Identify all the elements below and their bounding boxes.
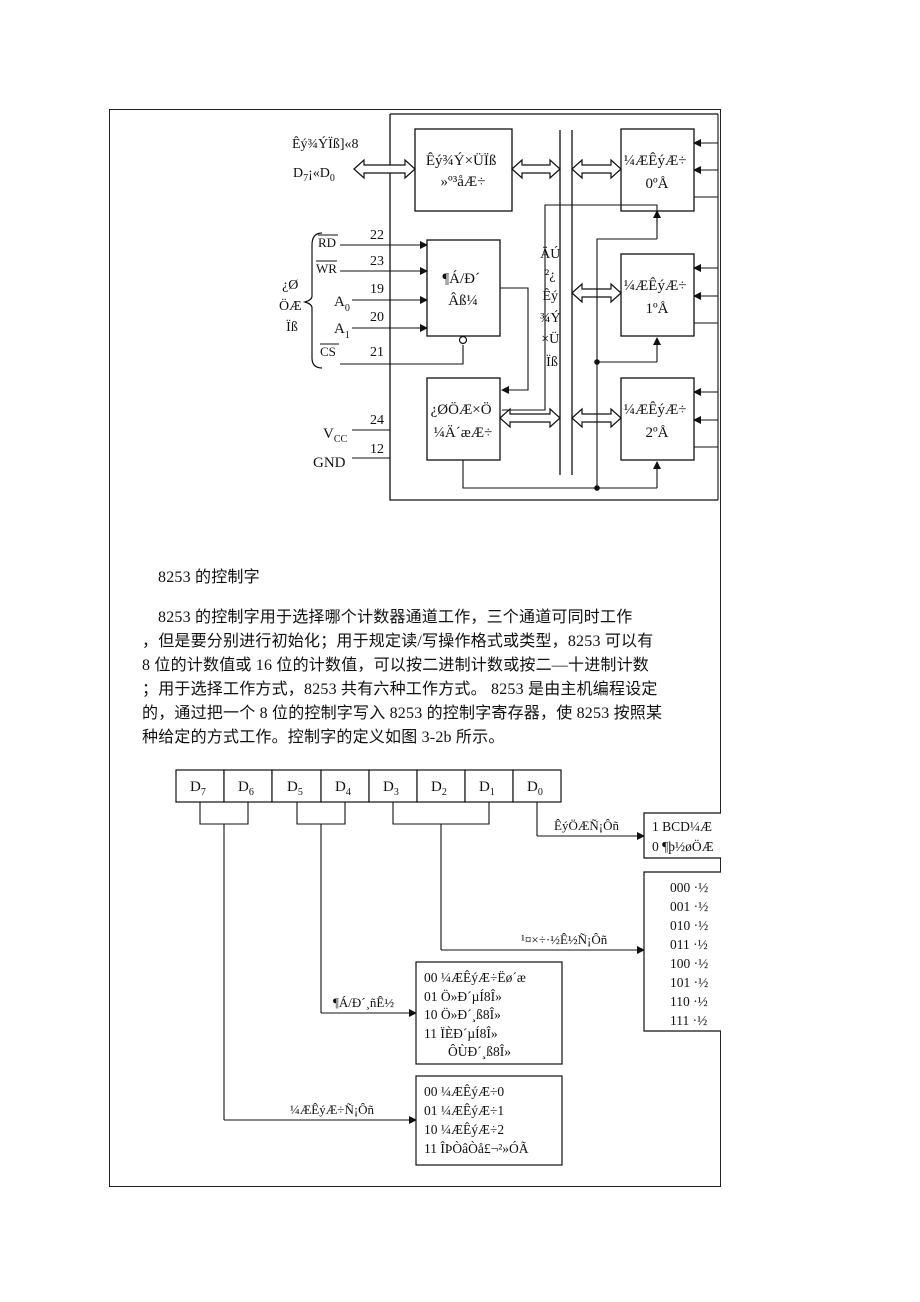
svg-text:20: 20 <box>370 310 384 325</box>
rw-format-label: ¶Á/Ð´¸ñÊ½ <box>333 995 394 1010</box>
rw-logic-label: ¶Á/Ð´ Âß¼­ <box>442 270 483 309</box>
rd-signal-label: RD <box>318 235 336 250</box>
mode-select-label: ¹¤×÷·½Ê½Ñ¡Ôñ <box>521 932 608 947</box>
count-system-box <box>643 812 721 859</box>
bit-d0: D0 <box>527 779 543 798</box>
control-register-label: ¿ØÖÆ×Ö ¼Ä´æÆ÷ <box>431 401 496 441</box>
rw-format-box <box>415 961 563 1065</box>
counter-1-label: ¼ÆÊýÆ÷ 1ºÅ <box>624 277 691 317</box>
bit-d6: D6 <box>238 779 254 798</box>
gnd-label: GND <box>313 455 346 471</box>
counter-0-label: ¼ÆÊýÆ÷ 0ºÅ <box>624 152 691 192</box>
control-group-label: ¿Ø ÖÆ Ïß <box>279 278 305 335</box>
paragraph-line: 8 位的计数值或 16 位的计数值，可以按二进制计数或按二—十进制计数 <box>142 657 650 674</box>
mode-options-box <box>643 871 721 1032</box>
count-system-select-label: ÊýÖÆÑ¡Ôñ <box>554 818 619 833</box>
count-system-options: 1 BCD¼Æ 0 ¶þ½øÖÆ <box>652 819 715 854</box>
counter-0-block <box>620 128 695 212</box>
cs-signal-label: CS <box>320 344 336 359</box>
control-register-block <box>426 377 501 461</box>
mode-options: 000 ·½ 001 ·½ 010 ·½ 011 ·½ 100 ·½ 101 ·… <box>670 880 712 1028</box>
body-paragraph: 8253 的控制字用于选择哪个计数器通道工作，三个通道可同时工作 ，但是要分别进… <box>142 606 698 750</box>
paragraph-line: 种给定的方式工作。控制字的定义如图 3-2b 所示。 <box>142 729 505 746</box>
bit-cells <box>175 769 562 803</box>
svg-text:23: 23 <box>370 254 384 269</box>
bit-d2: D2 <box>431 779 447 798</box>
a0-signal-label: A0 <box>334 294 350 314</box>
rw-format-options: 00 ¼ÆÊýÆ÷Ëø´æ 01 Ö»Ð´µÍ8Î» 10 Ö»Ð´¸ß8Î» … <box>424 970 529 1059</box>
block-diagram-8253: Êý¾Ý×ÜÏß »º³åÆ÷ ¶Á/Ð´ Âß¼­ ¿ØÖÆ×Ö ¼Ä´æÆ÷… <box>279 113 719 501</box>
chip-outline <box>389 113 718 501</box>
paragraph-line: 8253 的控制字用于选择哪个计数器通道工作，三个通道可同时工作 <box>158 609 633 626</box>
section-heading: 8253 的控制字 <box>158 569 260 586</box>
control-group-brace <box>302 232 323 369</box>
counter-select-box <box>415 1075 563 1166</box>
bit-d5: D5 <box>287 779 303 798</box>
bit-d1: D1 <box>479 779 495 798</box>
table-cell-frame <box>109 109 721 1187</box>
counter-select-options: 00 ¼ÆÊýÆ÷0 01 ¼ÆÊýÆ÷1 10 ¼ÆÊýÆ÷2 11 ÎÞÒâ… <box>424 1084 529 1156</box>
pin-numbers: 22 23 19 20 21 24 12 <box>370 228 384 457</box>
rw-logic-block <box>426 239 501 337</box>
wr-signal-label: WR <box>316 261 337 276</box>
data-bus-buffer-label: Êý¾Ý×ÜÏß »º³åÆ÷ <box>426 152 500 190</box>
a1-signal-label: A1 <box>334 321 350 341</box>
data-bus-buffer-block <box>414 128 513 212</box>
svg-text:12: 12 <box>370 442 384 457</box>
d7-d0-label: D7¡«D0 <box>293 166 335 184</box>
svg-text:21: 21 <box>370 345 384 360</box>
svg-text:19: 19 <box>370 282 384 297</box>
paragraph-line: ，但是要分别进行初始化；用于规定读/写操作格式或类型，8253 可以有 <box>142 633 654 650</box>
paragraph-line: 的，通过把一个 8 位的控制字写入 8253 的控制字寄存器，使 8253 按照… <box>142 705 663 722</box>
svg-text:24: 24 <box>370 413 384 428</box>
vcc-label: VCC <box>323 426 348 445</box>
data-line-label: Êý¾ÝÏß]«8 <box>292 135 359 152</box>
counter-2-block <box>620 377 695 461</box>
svg-text:22: 22 <box>370 228 384 243</box>
counter-select-label: ¼ÆÊýÆ÷Ñ¡Ôñ <box>290 1102 375 1117</box>
bit-d7: D7 <box>190 779 206 798</box>
control-word-diagram: D7 D6 D5 D4 D3 D2 D1 D0 ÊýÖÆÑ¡Ôñ ¹¤×÷·½Ê… <box>175 769 721 1166</box>
counter-1-block <box>620 253 695 337</box>
paragraph-line: ；用于选择工作方式，8253 共有六种工作方式。 8253 是由主机编程设定 <box>142 681 658 698</box>
counter-2-label: ¼ÆÊýÆ÷ 2ºÅ <box>624 401 691 441</box>
bit-d4: D4 <box>335 779 351 798</box>
bit-labels: D7 D6 D5 D4 D3 D2 D1 D0 <box>190 779 543 798</box>
bit-d3: D3 <box>383 779 399 798</box>
